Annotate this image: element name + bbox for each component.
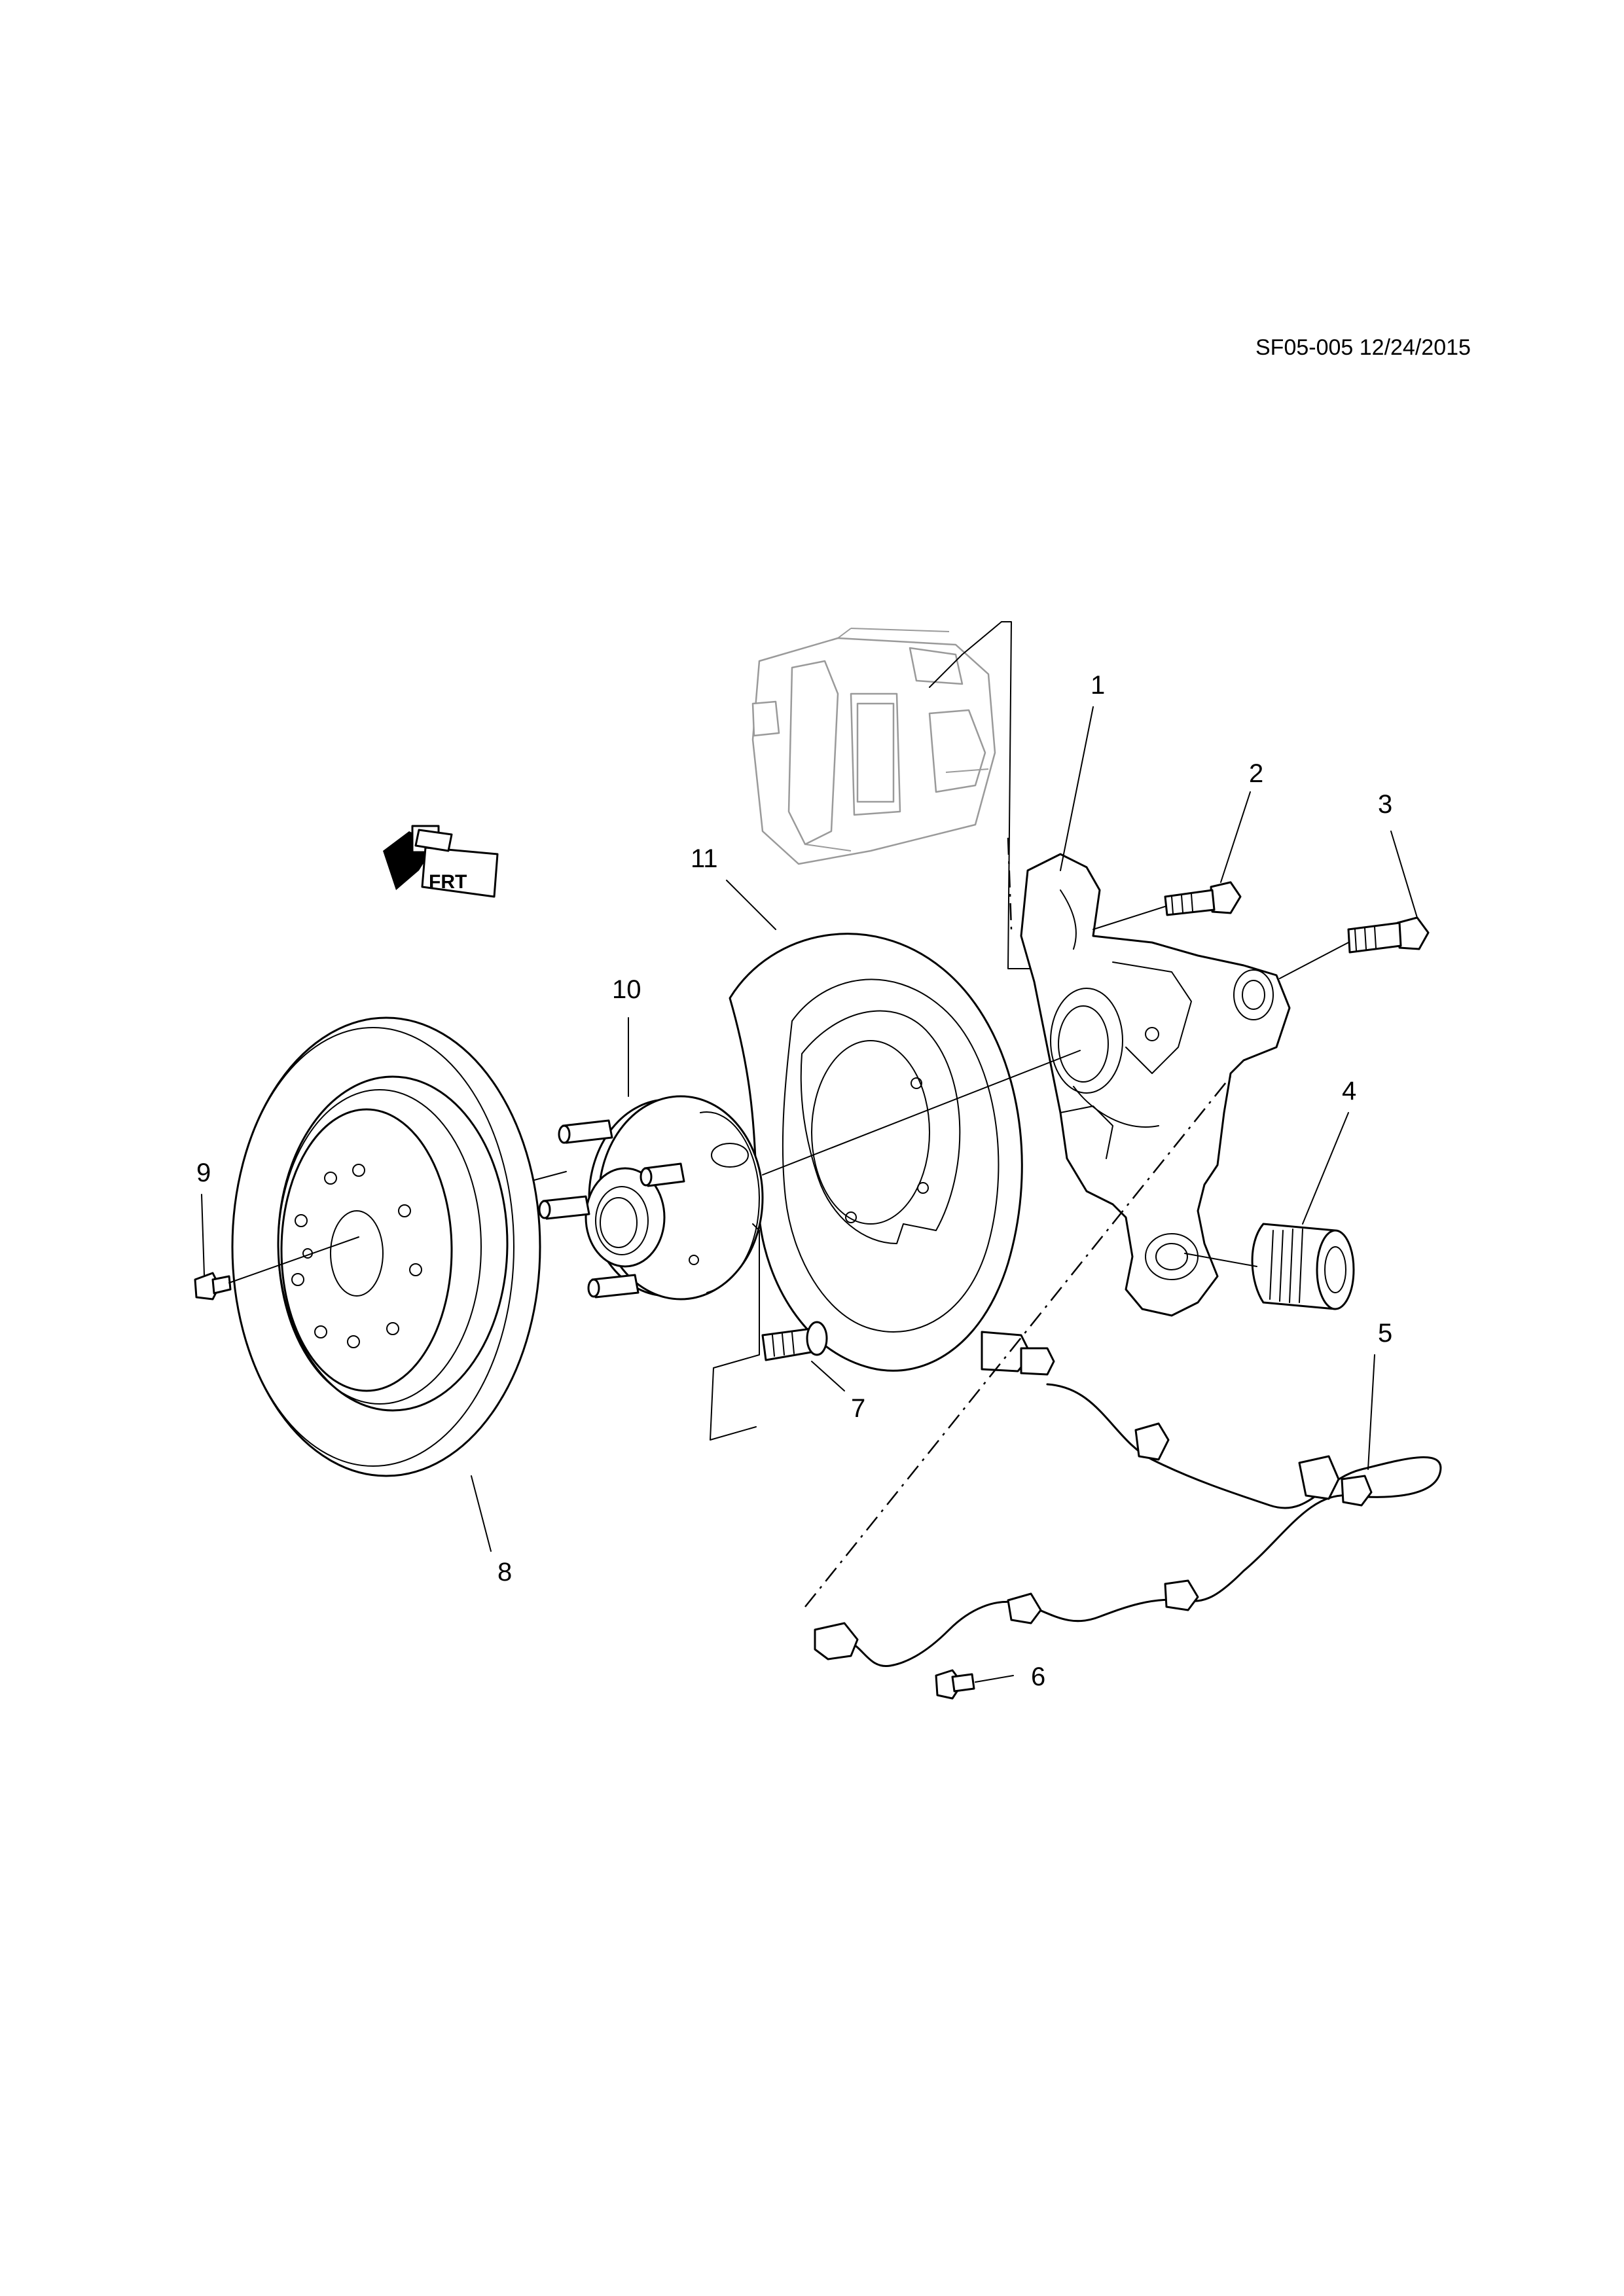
front-direction-arrow-icon: FRT: [383, 825, 499, 898]
callout-6: 6: [1031, 1662, 1045, 1691]
callout-2: 2: [1249, 759, 1263, 788]
steering-knuckle: [1020, 853, 1291, 1317]
callout-10: 10: [612, 975, 641, 1004]
callout-7: 7: [851, 1394, 865, 1423]
wheel-speed-sensor-harness: [814, 1331, 1442, 1668]
callout-9: 9: [196, 1158, 211, 1187]
knuckle-bolt-long: [1347, 916, 1430, 954]
disc-retaining-screw: [194, 1272, 232, 1300]
wheel-stud: [538, 1195, 590, 1220]
callout-3: 3: [1378, 790, 1392, 819]
wheel-stud-part: [761, 1321, 828, 1361]
wheel-stud: [640, 1162, 685, 1187]
brake-caliper-reference: [751, 628, 996, 865]
callout-5: 5: [1378, 1319, 1392, 1348]
callout-4: 4: [1342, 1077, 1356, 1105]
frt-label: FRT: [429, 871, 467, 893]
callout-1: 1: [1091, 671, 1105, 700]
knuckle-bolt-upper: [1164, 881, 1242, 916]
brake-disc: [231, 1016, 541, 1477]
hub-bearing-assembly: [538, 1095, 764, 1300]
wheel-stud: [587, 1274, 640, 1299]
callout-11: 11: [691, 844, 718, 873]
callout-8: 8: [497, 1558, 512, 1587]
sensor-bolt: [935, 1669, 975, 1700]
wheel-stud: [558, 1119, 613, 1144]
callout-leaders: [201, 706, 1418, 1552]
knuckle-bushing: [1251, 1223, 1355, 1310]
drawing-reference: SF05-005 12/24/2015: [1255, 335, 1471, 360]
dust-shield: [729, 933, 1023, 1372]
